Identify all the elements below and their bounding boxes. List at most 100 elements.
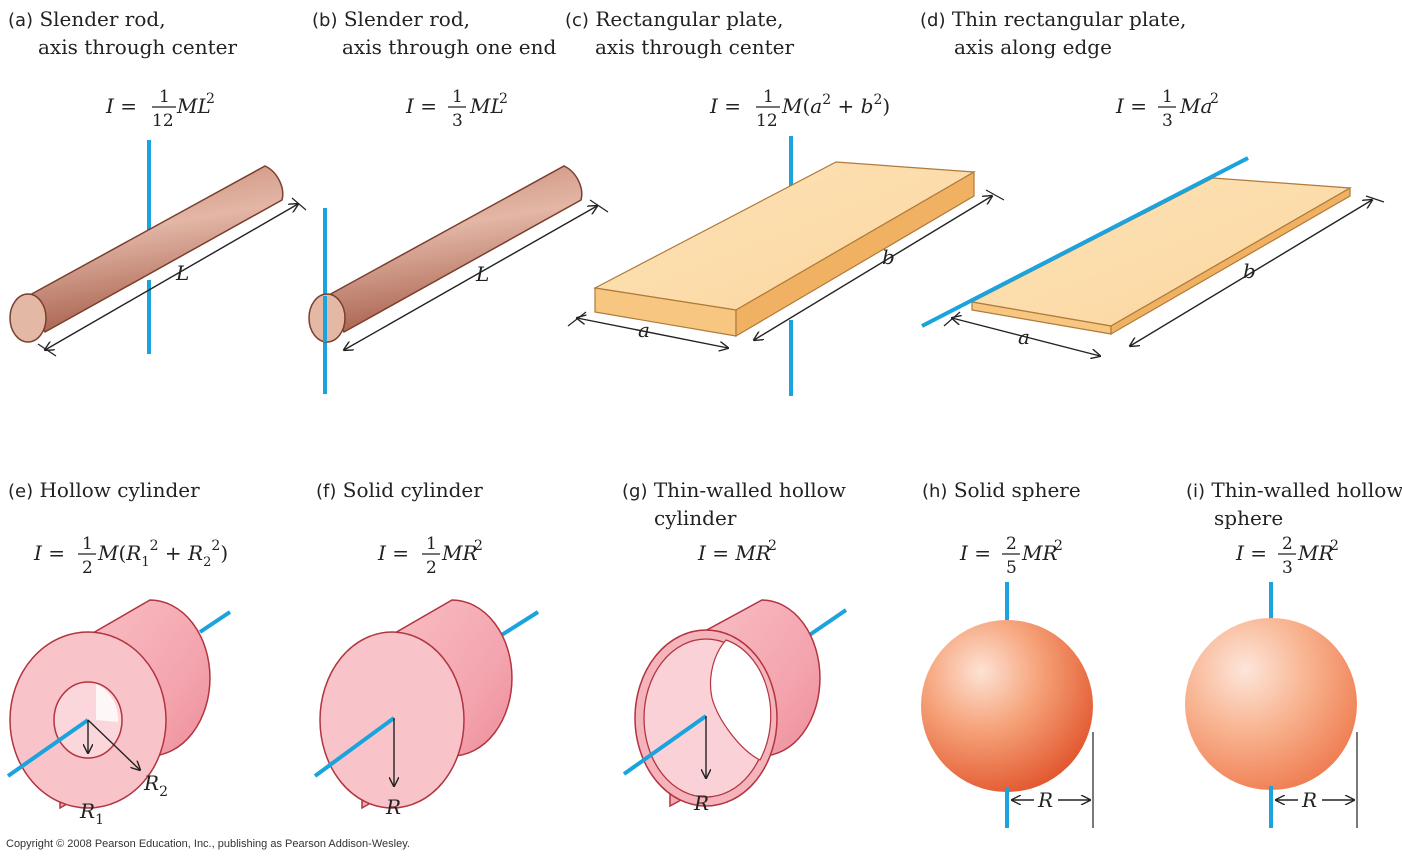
svg-text:3: 3 <box>1162 111 1173 131</box>
caption-line1: Thin-walled hollow <box>1211 478 1402 502</box>
panel-a-figure: L <box>9 140 307 357</box>
rotation-axis-front <box>313 716 396 778</box>
panel-g-figure: R <box>622 599 848 815</box>
caption-g: (g) Thin-walled hollow cylinder <box>622 477 846 532</box>
caption-line1: Thin-walled hollow <box>653 478 846 502</box>
svg-text:1: 1 <box>426 534 437 554</box>
formula-a: I = 1 12 ML 2 <box>105 87 215 131</box>
a-dimension-line <box>577 318 728 348</box>
formula-e: I = 1 2 M(R12 + R22) <box>33 534 228 578</box>
svg-text:I =: I = <box>959 541 991 565</box>
formula-b: I = 1 3 ML 2 <box>405 87 508 131</box>
svg-text:2: 2 <box>1054 538 1063 554</box>
caption-d: (d) Thin rectangular plate, axis along e… <box>920 6 1186 61</box>
caption-letter: (h) <box>922 481 948 502</box>
svg-text:MR: MR <box>441 541 478 565</box>
svg-text:I =: I = <box>377 541 409 565</box>
svg-text:2: 2 <box>499 91 508 107</box>
svg-text:Ma: Ma <box>1179 94 1212 118</box>
dim-label-L: L <box>475 262 489 286</box>
rotation-axis-back <box>806 608 848 638</box>
svg-text:2: 2 <box>1330 538 1339 554</box>
svg-text:2: 2 <box>474 538 483 554</box>
panel-d-figure: a b <box>921 156 1385 356</box>
dim-label-R2: R2 <box>143 771 168 800</box>
caption-letter: (c) <box>565 10 589 31</box>
caption-letter: (d) <box>920 10 946 31</box>
svg-text:2: 2 <box>1006 534 1017 554</box>
svg-text:MR: MR <box>1297 541 1334 565</box>
caption-line2: axis through center <box>38 35 238 59</box>
svg-text:MR: MR <box>1021 541 1058 565</box>
svg-text:I =: I = <box>709 94 741 118</box>
svg-text:2: 2 <box>768 538 777 554</box>
svg-text:M(a2 + b2): M(a2 + b2) <box>781 92 890 118</box>
svg-text:2: 2 <box>426 558 437 578</box>
svg-text:1: 1 <box>159 87 170 107</box>
rod-body <box>326 165 583 334</box>
caption-letter: (a) <box>8 10 34 31</box>
caption-a: (a) Slender rod, axis through center <box>8 6 237 61</box>
svg-text:I =: I = <box>33 541 65 565</box>
rod-end-face <box>9 293 47 343</box>
svg-text:2: 2 <box>1282 534 1293 554</box>
caption-c: (c) Rectangular plate, axis through cent… <box>565 6 794 61</box>
svg-text:1: 1 <box>82 534 93 554</box>
caption-line1: Rectangular plate, <box>595 7 784 31</box>
caption-line2: axis through one end <box>342 35 557 59</box>
dim-label-L: L <box>175 261 189 285</box>
svg-text:M(R12 + R22): M(R12 + R22) <box>97 538 228 570</box>
dim-label-a: a <box>1018 325 1030 349</box>
dim-label-b: b <box>1243 259 1256 283</box>
panel-e-figure: R1 R2 <box>6 599 232 828</box>
rotation-axis-front <box>6 718 90 778</box>
svg-text:I =: I = <box>405 94 437 118</box>
svg-text:I =: I = <box>105 94 137 118</box>
length-dimension-line <box>45 204 298 350</box>
dim-label-R: R <box>693 791 709 815</box>
dim-label-R: R <box>1301 788 1317 812</box>
dim-label-a: a <box>638 318 650 342</box>
svg-text:2: 2 <box>1210 91 1219 107</box>
panel-i-figure: R <box>1185 582 1358 828</box>
svg-text:I = MR: I = MR <box>697 541 771 565</box>
caption-line2: axis along edge <box>954 35 1112 59</box>
length-dimension-line <box>344 206 597 350</box>
formula-h: I = 2 5 MR 2 <box>959 534 1063 578</box>
caption-line2: cylinder <box>654 506 737 530</box>
caption-line1: Thin rectangular plate, <box>951 7 1187 31</box>
panel-f-figure: R <box>313 599 540 819</box>
svg-text:12: 12 <box>152 111 174 131</box>
caption-letter: (b) <box>312 10 338 31</box>
svg-text:5: 5 <box>1006 558 1017 578</box>
caption-e: (e) Hollow cylinder <box>8 477 200 505</box>
rod-body <box>27 165 284 334</box>
copyright-notice: Copyright © 2008 Pearson Education, Inc.… <box>6 838 410 850</box>
caption-letter: (g) <box>622 481 648 502</box>
solid-sphere <box>921 620 1093 792</box>
dim-label-R: R <box>385 795 401 819</box>
panel-b-figure: L <box>308 165 609 394</box>
caption-letter: (e) <box>8 481 34 502</box>
rotation-axis-back <box>498 610 540 638</box>
rotation-axis <box>921 156 1249 328</box>
formula-i: I = 2 3 MR 2 <box>1235 534 1339 578</box>
formula-f: I = 1 2 MR 2 <box>377 534 483 578</box>
svg-text:3: 3 <box>452 111 463 131</box>
dim-label-b: b <box>882 245 895 269</box>
caption-line2: axis through center <box>595 35 795 59</box>
svg-text:1: 1 <box>452 87 463 107</box>
caption-letter: (f) <box>316 481 337 502</box>
rotation-axis-back <box>198 610 232 634</box>
svg-text:1: 1 <box>763 87 774 107</box>
b-dimension-line <box>754 196 992 340</box>
rotation-axis-front <box>622 714 708 776</box>
panel-c-figure: a b <box>567 136 1005 396</box>
hollow-sphere <box>1185 618 1357 790</box>
caption-line1: Slender rod, <box>343 7 470 31</box>
caption-line1: Solid sphere <box>953 478 1081 502</box>
radius-R2-arrow <box>87 719 140 770</box>
b-dimension-line <box>1130 200 1372 346</box>
panel-h-figure: R <box>921 582 1094 828</box>
svg-text:2: 2 <box>82 558 93 578</box>
